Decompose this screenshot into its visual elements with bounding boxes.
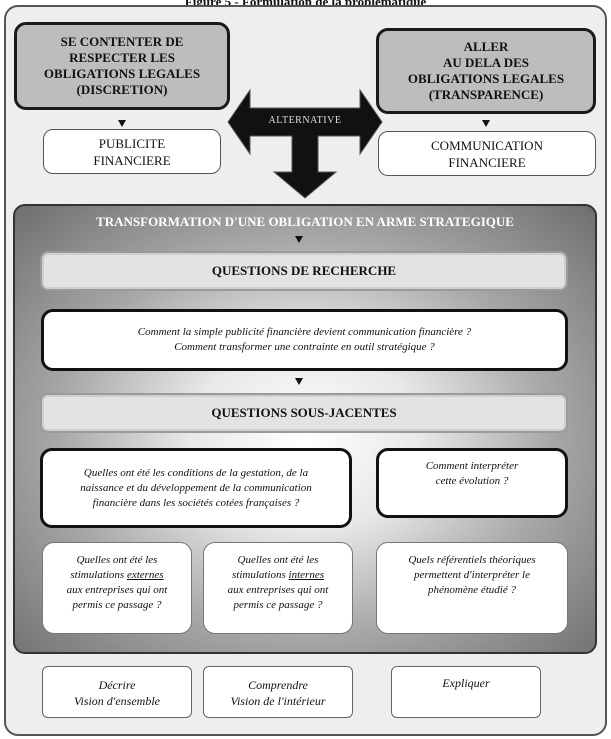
research-questions-band: QUESTIONS DE RECHERCHE [42, 253, 566, 289]
describe-box: Décrire Vision d'ensemble [42, 666, 192, 718]
research-questions-box: Comment la simple publicité financière d… [41, 309, 568, 371]
internal-stimulations-box: Quelles ont été les stimulations interne… [203, 542, 353, 634]
s1-line-3: aux entreprises qui ont [66, 584, 168, 596]
sub-right-2: cette évolution ? [435, 475, 509, 487]
s3-line-2: permettent d'interpréter le [414, 569, 530, 581]
s1-line-2b: externes [126, 569, 164, 581]
b1-line-2: Vision d'ensemble [74, 694, 160, 708]
alternative-label: ALTERNATIVE [268, 115, 342, 126]
s1-line-2a: stimulations [70, 569, 127, 581]
discretion-line-3: OBLIGATIONS LEGALES [43, 66, 201, 81]
b1-line-1: Décrire [98, 678, 136, 692]
explain-box: Expliquer [391, 666, 541, 718]
s1-line-4: permis ce passage ? [72, 599, 162, 611]
arrow-down-icon [482, 120, 490, 127]
figure-caption: Figure 5 - Formulation de la problématiq… [0, 0, 611, 10]
transparence-line-3: OBLIGATIONS LEGALES [407, 71, 565, 86]
communication-line-1: COMMUNICATION [431, 137, 543, 153]
sub-question-left: Quelles ont été les conditions de la ges… [40, 448, 352, 528]
transparence-line-1: ALLER [463, 39, 509, 54]
discretion-box: SE CONTENTER DE RESPECTER LES OBLIGATION… [14, 22, 230, 110]
sub-left-3: financière dans les sociétés cotées fran… [92, 496, 300, 509]
transparence-line-2: AU DELA DES [443, 55, 529, 70]
publicite-box: PUBLICITE FINANCIERE [43, 129, 221, 174]
s3-line-3: phénomène étudié ? [428, 584, 516, 596]
s2-line-2a: stimulations [232, 569, 289, 581]
understand-box: Comprendre Vision de l'intérieur [203, 666, 353, 718]
sub-left-1: Quelles ont été les conditions de la ges… [83, 466, 309, 479]
s3-line-1: Quels référentiels théoriques [408, 554, 536, 566]
transparence-line-4: (TRANSPARENCE) [428, 87, 544, 102]
s1-line-2: stimulations externes [43, 568, 191, 583]
s2-line-3: aux entreprises qui ont [227, 584, 329, 596]
alternative-arrow-icon [227, 88, 383, 199]
discretion-line-1: SE CONTENTER DE [60, 34, 184, 49]
publicite-line-2: FINANCIERE [93, 152, 171, 168]
arrow-down-icon [295, 236, 303, 243]
external-stimulations-box: Quelles ont été les stimulations externe… [42, 542, 192, 634]
panel-title: TRANSFORMATION D'UNE OBLIGATION EN ARME … [96, 214, 514, 229]
research-q-1: Comment la simple publicité financière d… [137, 326, 472, 338]
sub-right-1: Comment interpréter [425, 460, 519, 472]
research-q-2: Comment transformer une contrainte en ou… [174, 341, 435, 353]
s2-line-2b: internes [288, 569, 324, 581]
sub-left-2: naissance et du développement de la comm… [80, 481, 312, 494]
arrow-down-icon [118, 120, 126, 127]
b3-line-1: Expliquer [442, 676, 490, 690]
transparence-box: ALLER AU DELA DES OBLIGATIONS LEGALES (T… [376, 28, 596, 114]
communication-line-2: FINANCIERE [448, 154, 526, 170]
b2-line-2: Vision de l'intérieur [230, 694, 326, 708]
s2-line-1: Quelles ont été les [237, 554, 319, 566]
s2-line-4: permis ce passage ? [233, 599, 323, 611]
s2-line-2: stimulations internes [204, 568, 352, 583]
communication-box: COMMUNICATION FINANCIERE [378, 131, 596, 176]
theoretical-frameworks-box: Quels référentiels théoriques permettent… [376, 542, 568, 634]
b2-line-1: Comprendre [248, 678, 308, 692]
discretion-line-2: RESPECTER LES [69, 50, 175, 65]
sub-questions-band: QUESTIONS SOUS-JACENTES [42, 395, 566, 431]
discretion-line-4: (DISCRETION) [76, 82, 168, 97]
s1-line-1: Quelles ont été les [76, 554, 158, 566]
sub-question-right: Comment interpréter cette évolution ? [376, 448, 568, 518]
publicite-line-1: PUBLICITE [98, 135, 166, 151]
arrow-down-icon [295, 378, 303, 385]
